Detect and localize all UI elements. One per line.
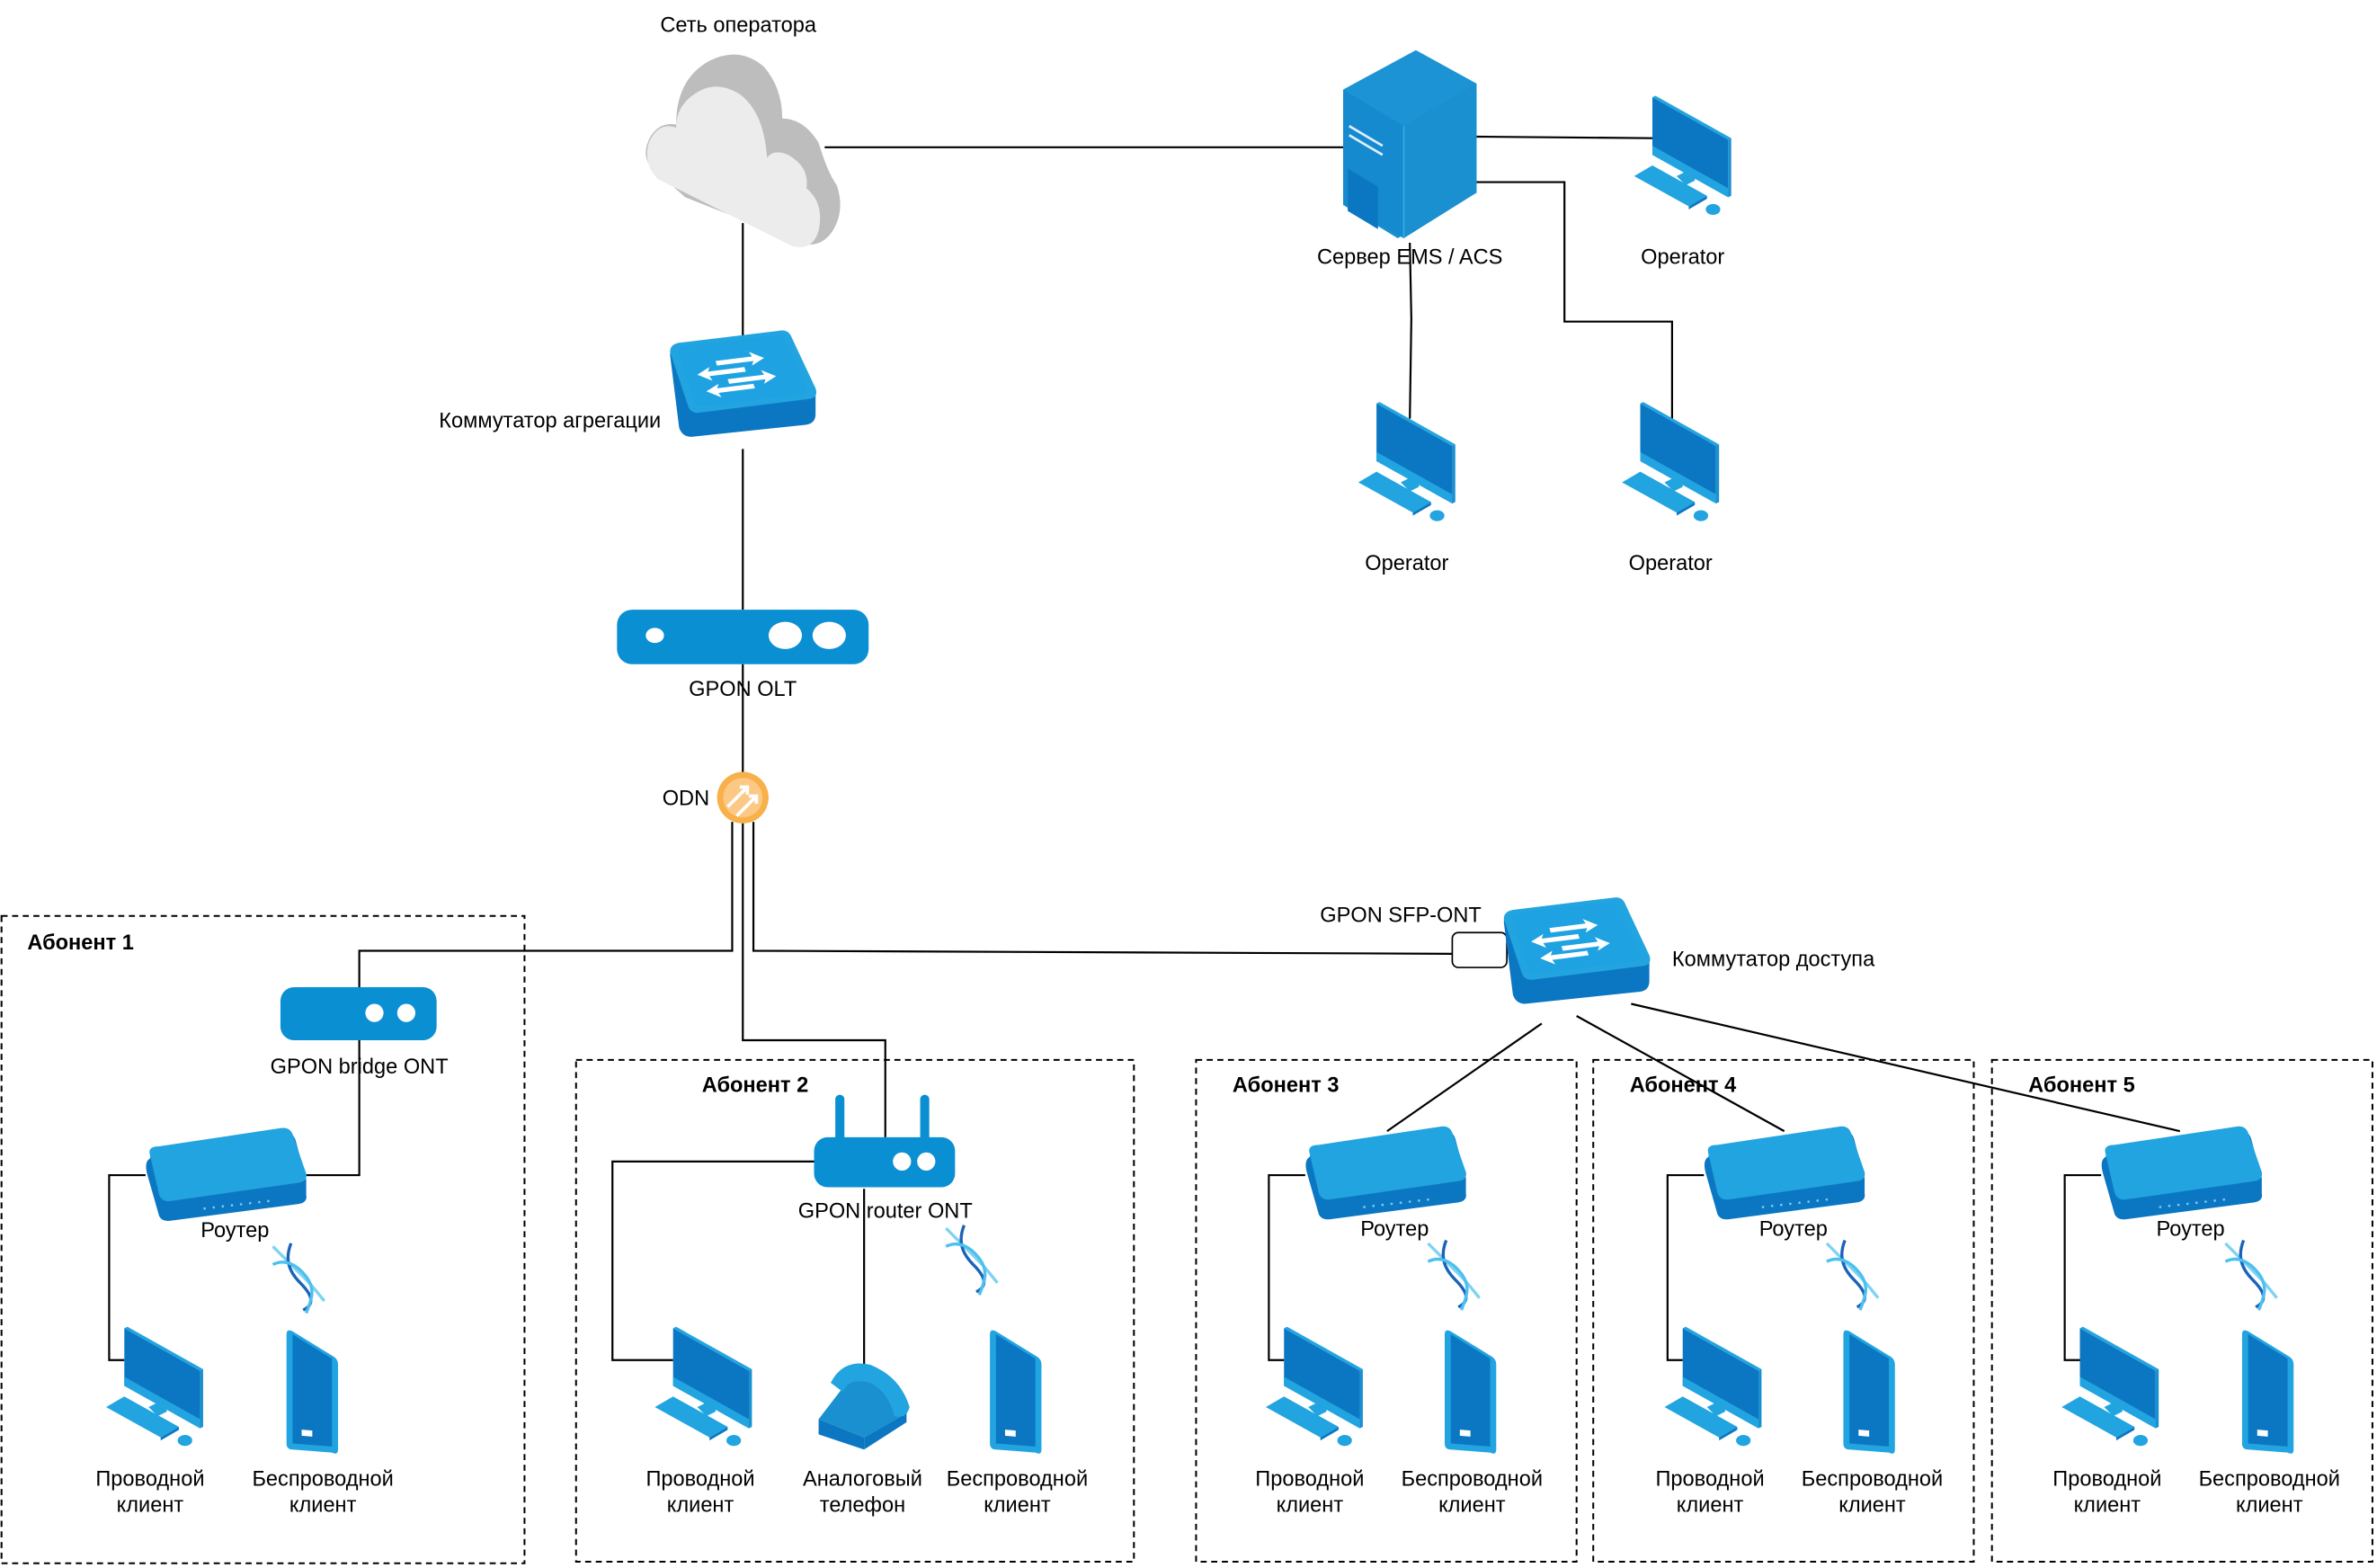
wire-server-operator-3 bbox=[1476, 181, 1674, 419]
olt-icon bbox=[617, 610, 869, 664]
wire-r1-pc bbox=[108, 1173, 146, 1361]
access-switch-icon bbox=[1503, 897, 1651, 1004]
wire-odn-sfp bbox=[752, 822, 1453, 955]
operator-2: Operator bbox=[1358, 402, 1456, 575]
bridge-ont-icon bbox=[280, 986, 437, 1040]
router-icon bbox=[1305, 1126, 1466, 1220]
wire-r4-pc bbox=[1666, 1173, 1705, 1361]
operator-pc-icon bbox=[1622, 402, 1720, 521]
subscriber-1: Абонент 1 GPON bridge ONT Роутер Проводн… bbox=[0, 914, 526, 1564]
access-switch-label: Коммутатор доступа bbox=[1672, 948, 1875, 971]
cloud-icon bbox=[645, 54, 841, 247]
wifi-signal-icon bbox=[1426, 1238, 1482, 1312]
wire-ont-bridge-router bbox=[306, 1039, 361, 1177]
wire-server-operator-2 bbox=[1409, 242, 1412, 419]
operator-1: Operator bbox=[1634, 95, 1732, 270]
wireless-client-icon bbox=[286, 1330, 339, 1454]
olt-label: GPON OLT bbox=[689, 678, 797, 701]
wired-client-icon bbox=[106, 1326, 203, 1447]
subscriber-title: Абонент 1 bbox=[27, 931, 134, 955]
wired-client-icon bbox=[2061, 1326, 2159, 1447]
operator-label: Operator bbox=[1629, 552, 1713, 575]
operator-3: Operator bbox=[1622, 402, 1720, 575]
wire-ontr-pc bbox=[611, 1160, 816, 1361]
wifi-signal-icon bbox=[2223, 1238, 2279, 1312]
router-icon bbox=[2101, 1126, 2263, 1220]
router-label: Роутер bbox=[2157, 1217, 2225, 1241]
wireless-client-icon bbox=[2241, 1330, 2294, 1454]
sfp-ont-label: GPON SFP-ONT bbox=[1320, 904, 1482, 927]
operator-pc-icon bbox=[1634, 95, 1732, 216]
wire-server-operator-1 bbox=[1476, 135, 1652, 139]
wire-r5-pc bbox=[2063, 1173, 2102, 1361]
server-icon bbox=[1342, 49, 1477, 238]
wireless-client-icon bbox=[1444, 1330, 1497, 1454]
wifi-signal-icon bbox=[271, 1242, 326, 1315]
wire-access-r4 bbox=[1576, 1015, 1785, 1133]
cloud-label: Сеть оператора bbox=[660, 14, 817, 38]
subscriber-title: Абонент 3 bbox=[1233, 1074, 1340, 1097]
operator-pc-icon bbox=[1358, 402, 1456, 521]
subscriber-box bbox=[1195, 1058, 1578, 1564]
router-ont-icon bbox=[814, 1094, 956, 1188]
subscriber-box bbox=[1990, 1058, 2373, 1564]
server-label: Сервер EMS / ACS bbox=[1317, 246, 1502, 270]
analog-phone-icon bbox=[818, 1363, 910, 1450]
aggregation-switch-label: Коммутатор агрегации bbox=[439, 410, 661, 433]
subscriber-box bbox=[1592, 1058, 1975, 1564]
subscriber-title: Абонент 5 bbox=[2028, 1074, 2135, 1097]
wireless-client-icon bbox=[990, 1330, 1042, 1454]
subscriber-title: Абонент 4 bbox=[1630, 1074, 1737, 1097]
router-icon bbox=[146, 1127, 307, 1221]
subscriber-box bbox=[0, 914, 526, 1564]
connections bbox=[108, 135, 2181, 1365]
wired-client-icon bbox=[1265, 1326, 1363, 1447]
odn-label: ODN bbox=[663, 788, 709, 811]
subscriber-title: Абонент 2 bbox=[702, 1074, 809, 1097]
wired-client-icon bbox=[654, 1326, 752, 1447]
wireless-client-icon bbox=[1843, 1330, 1895, 1454]
wifi-signal-icon bbox=[944, 1224, 1000, 1296]
operator-label: Operator bbox=[1641, 246, 1724, 270]
router-label: Роутер bbox=[1360, 1217, 1429, 1241]
ont-label: GPON bridge ONT bbox=[271, 1056, 449, 1079]
subscriber-box bbox=[574, 1058, 1135, 1564]
wire-access-r5 bbox=[1631, 1002, 2181, 1133]
sfp-ont-module bbox=[1451, 931, 1508, 968]
wire-odn-ont-router bbox=[742, 822, 886, 1137]
odn-splitter-icon bbox=[717, 771, 769, 824]
wire-r3-pc bbox=[1268, 1173, 1305, 1361]
router-label: Роутер bbox=[200, 1219, 269, 1243]
wifi-signal-icon bbox=[1825, 1238, 1880, 1312]
ont-label: GPON router ONT bbox=[798, 1199, 973, 1223]
aggregation-switch-icon bbox=[670, 330, 817, 437]
wired-client-icon bbox=[1664, 1326, 1762, 1447]
router-label: Роутер bbox=[1759, 1217, 1828, 1241]
wire-odn-ont-bridge bbox=[358, 822, 734, 987]
router-icon bbox=[1704, 1126, 1865, 1220]
operator-label: Operator bbox=[1365, 552, 1448, 575]
wire-access-r3 bbox=[1386, 1022, 1543, 1133]
